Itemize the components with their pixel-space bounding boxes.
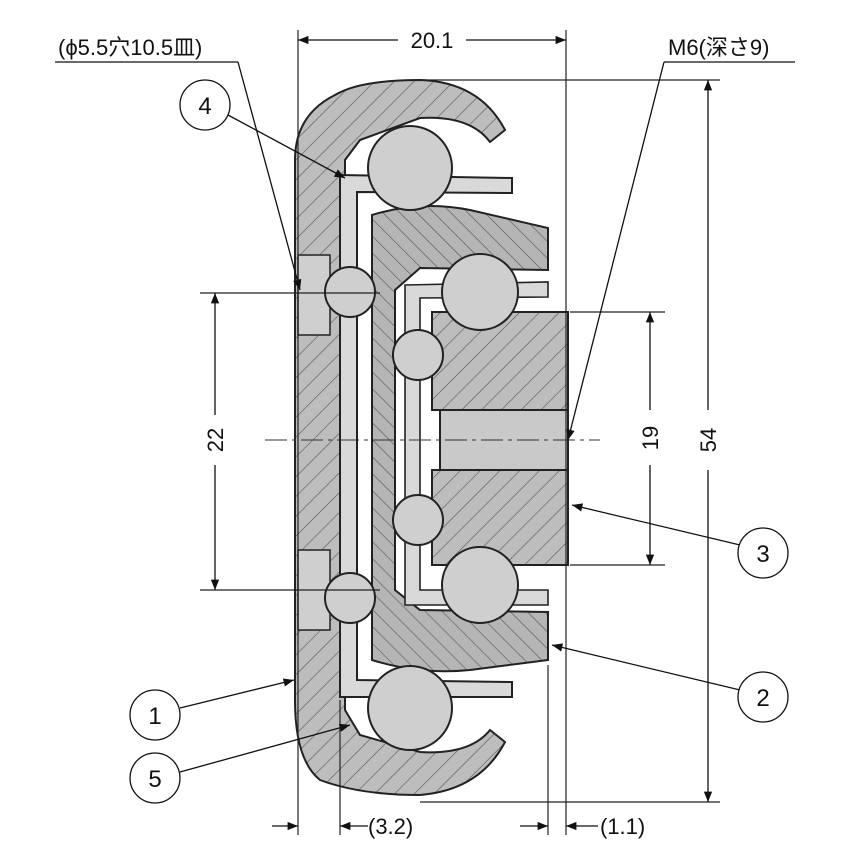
thread-spec-label: M6(深さ9) (668, 35, 769, 60)
callout-4: 4 (198, 93, 211, 120)
dim-offset-right: (1.1) (600, 814, 645, 839)
callouts (129, 79, 789, 804)
callout-1: 1 (148, 703, 161, 730)
hole-spec-label: (ϕ5.5穴10.5皿) (58, 35, 202, 60)
dimension-lines (210, 35, 713, 831)
callout-5: 5 (148, 766, 161, 793)
ball-bearings (324, 125, 519, 751)
mount-block-lower (431, 469, 569, 566)
mount-block-upper (431, 311, 569, 411)
dim-width: 20.1 (411, 28, 454, 53)
extension-lines (200, 30, 720, 835)
dim-pitch-right: 19 (638, 426, 663, 450)
callout-2: 2 (756, 685, 769, 712)
dim-pitch-left: 22 (203, 428, 228, 452)
dim-height: 54 (696, 428, 721, 452)
callout-3: 3 (756, 541, 769, 568)
dim-offset-left: (3.2) (368, 814, 413, 839)
